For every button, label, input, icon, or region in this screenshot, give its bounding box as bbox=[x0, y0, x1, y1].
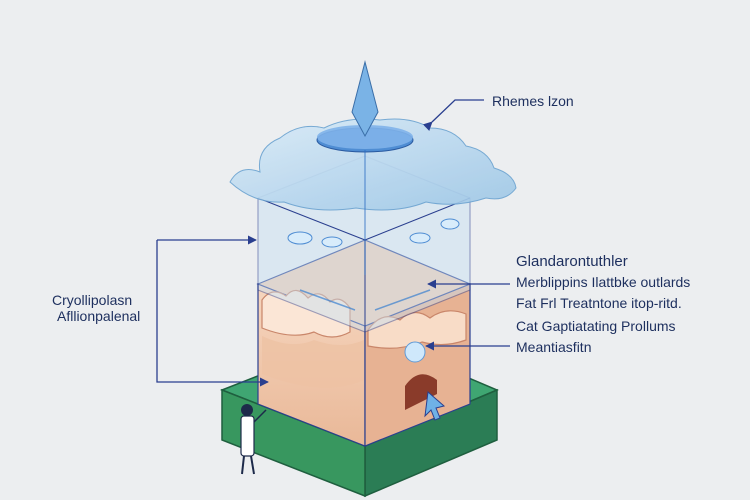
annotation-arrows bbox=[156, 99, 510, 387]
label-left-line1: Cryollipolasn bbox=[52, 292, 133, 308]
ice-chamber bbox=[229, 60, 517, 333]
tissue-block bbox=[256, 239, 472, 447]
label-top-right: Rhemes lzon bbox=[492, 93, 574, 109]
arrow-left-upper bbox=[156, 240, 269, 387]
arrow-top-right bbox=[422, 99, 484, 131]
label-right-line2: Fat Frl Treatntone itop-ritd. bbox=[516, 295, 682, 311]
label-right-title: Glandarontuthler bbox=[516, 253, 628, 270]
label-right-line1: Merblippins Ilattbke outlards bbox=[516, 274, 691, 290]
label-left-line2: Afllionpalenal bbox=[57, 308, 141, 324]
label-right-line4: Meantiasfitn bbox=[516, 339, 592, 355]
label-right-line3: Cat Gaptiatating Prollums bbox=[516, 318, 676, 334]
person-figure bbox=[240, 404, 267, 475]
